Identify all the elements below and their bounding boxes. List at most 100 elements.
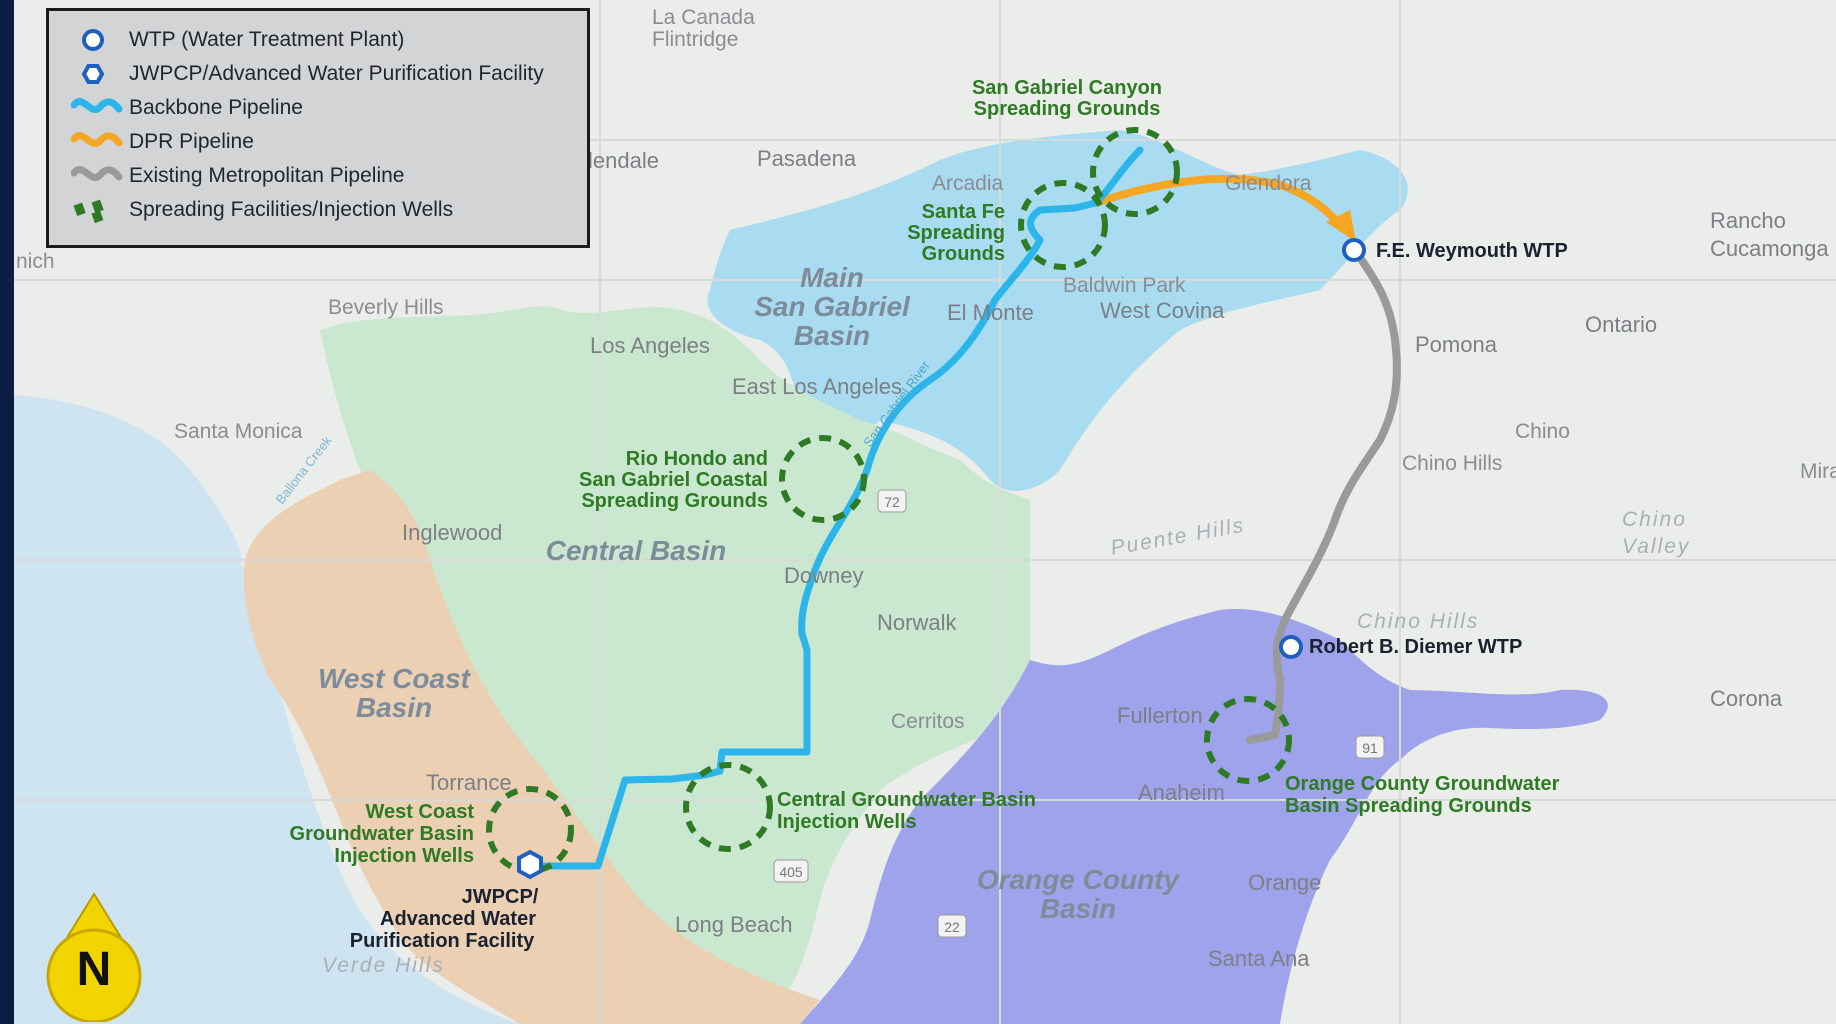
hexagon-facility-icon bbox=[81, 64, 105, 84]
rio-hondo-spreading-ring bbox=[779, 435, 867, 523]
region-chino-hills: Chino Hills bbox=[1357, 610, 1479, 633]
city-downey: Downey bbox=[784, 563, 863, 588]
san-gabriel-canyon-spreading-ring bbox=[1090, 127, 1180, 217]
region-chino-valley-1: Chino bbox=[1622, 508, 1687, 531]
wtp-circle-icon bbox=[82, 29, 104, 51]
city-chino: Chino bbox=[1515, 420, 1570, 443]
highway-shields: 72 405 22 91 bbox=[773, 489, 1385, 938]
label-diemer-wtp: Robert B. Diemer WTP bbox=[1309, 636, 1522, 658]
city-rancho: Rancho bbox=[1710, 208, 1786, 233]
city-cucamonga: Cucamonga bbox=[1710, 236, 1829, 261]
city-west-covina: West Covina bbox=[1100, 298, 1225, 323]
city-ontario: Ontario bbox=[1585, 312, 1657, 337]
city-corona: Corona bbox=[1710, 686, 1783, 711]
legend-item-existing: Existing Metropolitan Pipeline bbox=[71, 161, 404, 191]
city-glendale: lendale bbox=[588, 148, 659, 173]
spreading-sites bbox=[486, 127, 1292, 874]
label-west-coast-injection-1: West Coast bbox=[365, 801, 474, 823]
existing-metropolitan-pipeline bbox=[1246, 246, 1401, 744]
city-fullerton: Fullerton bbox=[1117, 703, 1203, 728]
label-west-coast-injection-2: Groundwater Basin bbox=[290, 823, 474, 845]
legend-label-existing: Existing Metropolitan Pipeline bbox=[129, 164, 405, 187]
legend-label-dpr: DPR Pipeline bbox=[129, 130, 254, 153]
label-san-gabriel-canyon-1: San Gabriel Canyon bbox=[972, 77, 1162, 99]
city-la-canada: La Canada bbox=[652, 6, 755, 29]
map-legend: WTP (Water Treatment Plant) JWPCP/Advanc… bbox=[46, 8, 590, 248]
basin-west-coast-2: Basin bbox=[356, 692, 432, 723]
highway-shield-91 bbox=[1355, 735, 1385, 759]
legend-item-dpr: DPR Pipeline bbox=[71, 127, 254, 157]
label-rio-hondo-3: Spreading Grounds bbox=[581, 490, 768, 512]
jwpcp-facility-icon bbox=[517, 849, 543, 880]
city-beverly-hills: Beverly Hills bbox=[328, 296, 444, 319]
city-santa-monica: Santa Monica bbox=[174, 420, 303, 443]
pacific-ocean bbox=[14, 395, 520, 1024]
diemer-wtp-icon bbox=[1279, 635, 1303, 659]
north-arrow-icon bbox=[46, 892, 142, 1024]
legend-label-wtp: WTP (Water Treatment Plant) bbox=[129, 28, 405, 51]
label-santa-fe-2: Spreading bbox=[907, 222, 1005, 244]
city-anaheim: Anaheim bbox=[1138, 780, 1225, 805]
city-arcadia: Arcadia bbox=[932, 172, 1004, 195]
label-san-gabriel-canyon-2: Spreading Grounds bbox=[974, 98, 1161, 120]
dpr-pipeline-icon bbox=[71, 132, 123, 147]
basin-central: Central Basin bbox=[546, 535, 727, 566]
label-rio-hondo-2: San Gabriel Coastal bbox=[579, 469, 768, 491]
main-san-gabriel-basin-area bbox=[707, 130, 1408, 491]
dpr-pipeline bbox=[1091, 174, 1346, 232]
orange-county-spreading-ring bbox=[1204, 696, 1292, 784]
santa-fe-spreading-ring bbox=[1018, 180, 1108, 270]
legend-item-wtp: WTP (Water Treatment Plant) bbox=[71, 25, 404, 55]
orange-county-basin-area bbox=[800, 609, 1608, 1024]
city-nich: nich bbox=[16, 250, 55, 273]
basin-main-san-gabriel-1: Main bbox=[800, 262, 864, 293]
city-chino-hills: Chino Hills bbox=[1402, 452, 1502, 475]
highway-405-label: 405 bbox=[779, 864, 803, 880]
label-jwpcp-3: Purification Facility bbox=[350, 930, 535, 952]
label-jwpcp-2: Advanced Water bbox=[380, 908, 536, 930]
highway-shield-22 bbox=[937, 914, 967, 938]
label-orange-county-spreading-1: Orange County Groundwater bbox=[1285, 773, 1560, 795]
city-orange: Orange bbox=[1248, 870, 1321, 895]
central-injection-ring bbox=[683, 762, 773, 852]
label-central-injection-2: Injection Wells bbox=[777, 811, 917, 833]
highway-shield-72 bbox=[877, 489, 907, 513]
city-los-angeles: Los Angeles bbox=[590, 333, 710, 358]
label-santa-fe-3: Grounds bbox=[922, 243, 1005, 265]
legend-item-backbone: Backbone Pipeline bbox=[71, 93, 303, 123]
legend-label-spreading: Spreading Facilities/Injection Wells bbox=[129, 198, 454, 221]
label-santa-fe-1: Santa Fe bbox=[922, 201, 1005, 223]
metropolitan-pipeline-icon bbox=[71, 166, 123, 181]
label-west-coast-injection-3: Injection Wells bbox=[334, 845, 474, 867]
city-glendora: Glendora bbox=[1225, 172, 1312, 195]
region-chino-valley-2: Valley bbox=[1622, 535, 1690, 558]
basin-west-coast-1: West Coast bbox=[318, 663, 472, 694]
city-east-la: East Los Angeles bbox=[732, 374, 902, 399]
label-rio-hondo-1: Rio Hondo and bbox=[626, 448, 768, 470]
west-coast-basin-area bbox=[243, 470, 820, 1024]
city-norwalk: Norwalk bbox=[877, 610, 957, 635]
basin-main-san-gabriel-2: San Gabriel bbox=[754, 291, 911, 322]
city-flintridge: Flintridge bbox=[652, 28, 738, 51]
facility-labels: F.E. Weymouth WTP Robert B. Diemer WTP J… bbox=[350, 240, 1568, 952]
frame-border bbox=[0, 0, 14, 1024]
spreading-site-labels: San Gabriel Canyon Spreading Grounds San… bbox=[290, 77, 1560, 867]
region-verde-hills: Verde Hills bbox=[322, 954, 445, 977]
backbone-pipeline bbox=[526, 146, 1144, 870]
highway-72-label: 72 bbox=[884, 494, 900, 510]
legend-label-jwpcp: JWPCP/Advanced Water Purification Facili… bbox=[129, 62, 544, 85]
backbone-pipeline-icon bbox=[71, 98, 123, 113]
city-cerritos: Cerritos bbox=[891, 710, 965, 733]
highway-22-label: 22 bbox=[944, 919, 960, 935]
city-long-beach: Long Beach bbox=[675, 912, 792, 937]
basin-orange-county-2: Basin bbox=[1040, 893, 1116, 924]
city-inglewood: Inglewood bbox=[402, 520, 502, 545]
legend-label-backbone: Backbone Pipeline bbox=[129, 96, 303, 119]
city-baldwin-park: Baldwin Park bbox=[1063, 274, 1186, 297]
spreading-facility-icon bbox=[73, 199, 104, 224]
city-el-monte: El Monte bbox=[947, 300, 1034, 325]
legend-item-spreading: Spreading Facilities/Injection Wells bbox=[71, 195, 453, 225]
label-jwpcp-1: JWPCP/ bbox=[462, 886, 539, 908]
city-torrance: Torrance bbox=[426, 770, 512, 795]
